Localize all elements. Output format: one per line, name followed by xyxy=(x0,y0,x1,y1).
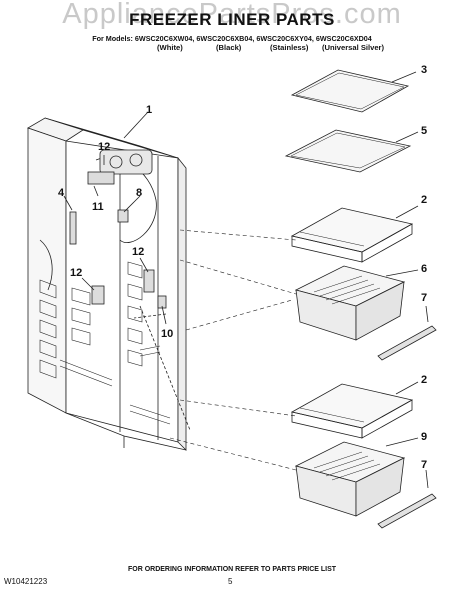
freezer-drawer-lower xyxy=(294,437,419,517)
drawer-rail-upper xyxy=(377,305,437,361)
callout-9: 9 xyxy=(421,431,427,443)
callout-1: 1 xyxy=(146,104,152,116)
drawer-frame-upper xyxy=(290,205,419,263)
callout-3: 3 xyxy=(421,64,427,76)
freezer-drawer-upper xyxy=(294,265,419,341)
color-stainless: (Stainless) xyxy=(270,43,309,52)
color-white: (White) xyxy=(157,43,183,52)
models-line: For Models: 6WSC20C6XW04, 6WSC20C6XB04, … xyxy=(92,34,372,43)
page-title: FREEZER LINER PARTS xyxy=(129,10,335,29)
callout-10: 10 xyxy=(161,328,173,340)
callout-4: 4 xyxy=(58,187,65,199)
watermark: AppliancePartsPros.com xyxy=(62,0,402,30)
callout-12-left: 12 xyxy=(70,267,82,279)
callout-6: 6 xyxy=(421,263,427,275)
page-number: 5 xyxy=(228,577,233,586)
drawer-frame-lower xyxy=(290,381,419,439)
callout-2-upper: 2 xyxy=(421,194,427,206)
freezer-liner xyxy=(27,111,191,451)
drawer-rail-lower xyxy=(377,469,437,529)
glass-shelf-middle xyxy=(284,129,419,173)
callout-5: 5 xyxy=(421,125,427,137)
callout-12-top: 12 xyxy=(98,141,110,153)
document-number: W10421223 xyxy=(4,577,48,586)
ordering-note: FOR ORDERING INFORMATION REFER TO PARTS … xyxy=(127,566,337,573)
callout-11: 11 xyxy=(92,201,104,213)
callout-2-lower: 2 xyxy=(421,374,427,386)
color-universal-silver: (Universal Silver) xyxy=(322,43,385,52)
callout-7-upper: 7 xyxy=(421,292,427,304)
callout-8: 8 xyxy=(136,187,142,199)
color-black: (Black) xyxy=(216,43,242,52)
callout-12-right: 12 xyxy=(132,246,144,258)
glass-shelf-top xyxy=(290,69,417,113)
callout-7-lower: 7 xyxy=(421,459,427,471)
